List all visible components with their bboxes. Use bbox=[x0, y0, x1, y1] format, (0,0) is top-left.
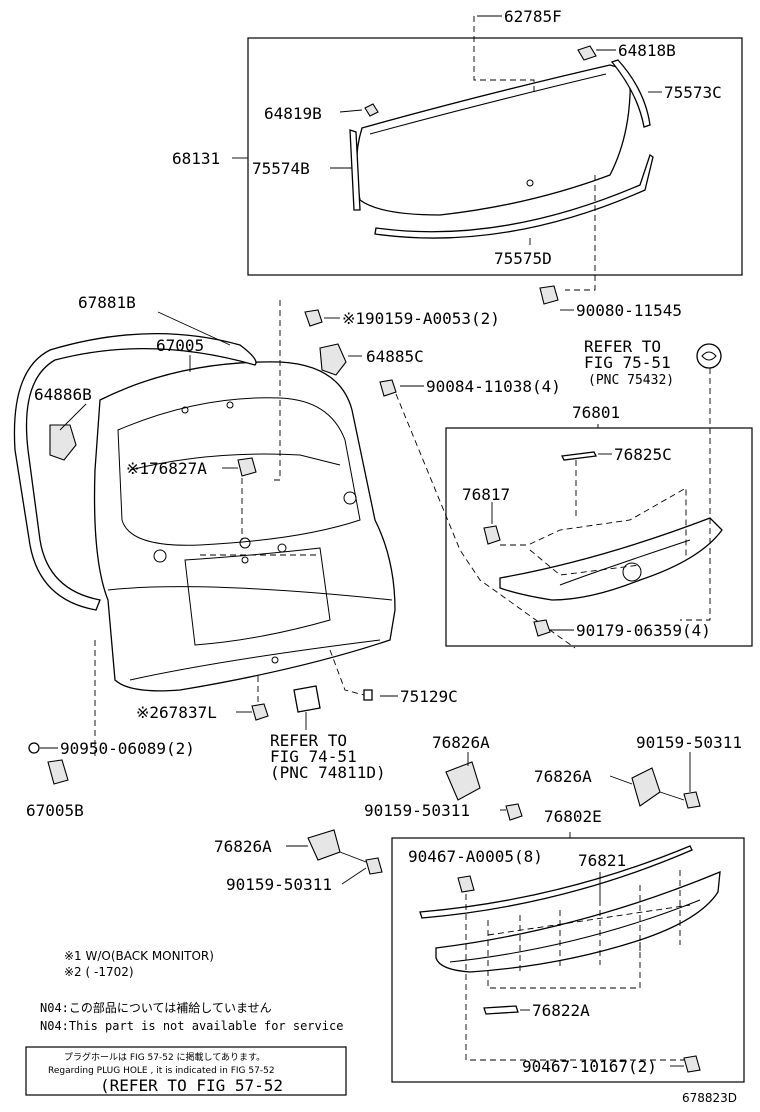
garnish-76801 bbox=[499, 517, 723, 601]
label-90179-06359: 90179-06359(4) bbox=[576, 621, 711, 640]
bolt-90080-11545 bbox=[539, 285, 559, 305]
refer-74-1: REFER TO bbox=[270, 731, 347, 750]
plug-note-ref: (REFER TO FIG 57-52 bbox=[100, 1076, 283, 1095]
label-76802E: 76802E bbox=[544, 807, 602, 826]
note-2: ※2 ( -1702) bbox=[64, 965, 134, 979]
label-90950-06089: 90950-06089(2) bbox=[60, 739, 195, 758]
label-67881B: 67881B bbox=[78, 293, 136, 312]
clip-64819B bbox=[364, 103, 379, 117]
stopper-67005B bbox=[47, 759, 69, 785]
label-76821: 76821 bbox=[578, 851, 626, 870]
label-76826A-center: 76826A bbox=[432, 733, 490, 752]
emblem-75432 bbox=[696, 343, 722, 369]
bolt-90159-50311-r bbox=[683, 791, 701, 809]
clip-90467-A0005 bbox=[457, 875, 475, 893]
label-76817: 76817 bbox=[462, 485, 510, 504]
hinge-64886B bbox=[49, 424, 77, 461]
cap-75129C bbox=[363, 689, 373, 701]
plug-90950 bbox=[28, 742, 40, 754]
refer-75-3: (PNC 75432) bbox=[588, 373, 674, 388]
seal-76822A bbox=[483, 1005, 519, 1015]
refer-74-2: FIG 74-51 bbox=[270, 747, 357, 766]
label-64818B: 64818B bbox=[618, 41, 676, 60]
back-door-glass bbox=[355, 64, 631, 216]
label-67837L: ※267837L bbox=[136, 703, 217, 722]
molding-75574B bbox=[349, 129, 361, 211]
part-74811D bbox=[293, 685, 321, 713]
label-90080-11545: 90080-11545 bbox=[576, 301, 682, 320]
label-90159-50311-center: 90159-50311 bbox=[364, 801, 470, 820]
clip-90467-10167 bbox=[683, 1055, 701, 1073]
note-3: N04:この部品については補給していません bbox=[40, 1000, 272, 1015]
label-90159-50311-left: 90159-50311 bbox=[226, 875, 332, 894]
label-67005: 67005 bbox=[156, 336, 204, 355]
bracket-76827A bbox=[237, 457, 257, 477]
hinge-64885C bbox=[319, 343, 347, 376]
label-90467-A0005: 90467-A0005(8) bbox=[408, 847, 543, 866]
label-90084-11038: 90084-11038(4) bbox=[426, 377, 561, 396]
molding-76821 bbox=[419, 845, 693, 919]
label-64886B: 64886B bbox=[34, 385, 92, 404]
label-64819B: 64819B bbox=[264, 104, 322, 123]
glass-group-box bbox=[247, 37, 743, 276]
label-76826A-left: 76826A bbox=[214, 837, 272, 856]
label-76822A: 76822A bbox=[532, 1001, 590, 1020]
molding-75573C bbox=[610, 59, 651, 128]
label-68131: 68131 bbox=[172, 149, 220, 168]
plug-note-en: Regarding PLUG HOLE , it is indicated in… bbox=[48, 1066, 275, 1076]
label-67005B: 67005B bbox=[26, 801, 84, 820]
bracket-76826A-left bbox=[307, 829, 341, 861]
molding-group-box bbox=[391, 837, 745, 1083]
clip-64818B bbox=[577, 45, 597, 61]
label-75575D: 75575D bbox=[494, 249, 552, 268]
label-76826A-right: 76826A bbox=[534, 767, 592, 786]
refer-74-3: (PNC 74811D) bbox=[270, 763, 386, 782]
label-90467-10167: 90467-10167(2) bbox=[522, 1057, 657, 1076]
label-64885C: 64885C bbox=[366, 347, 424, 366]
label-75574B: 75574B bbox=[252, 159, 310, 178]
clip-67837L bbox=[251, 703, 269, 721]
label-62785F: 62785F bbox=[504, 7, 562, 26]
back-door-panel-67005 bbox=[93, 361, 396, 692]
seal-76825C bbox=[561, 451, 597, 461]
nut-90179 bbox=[533, 619, 551, 637]
label-90159-A0053: ※190159-A0053(2) bbox=[342, 309, 500, 328]
note-1: ※1 W/O(BACK MONITOR) bbox=[64, 949, 214, 963]
bracket-76826A-right bbox=[631, 767, 661, 807]
label-90159-50311-right: 90159-50311 bbox=[636, 733, 742, 752]
molding-75575D bbox=[374, 153, 654, 239]
bolt-90159-50311-l bbox=[365, 857, 383, 875]
bracket-76826A-center bbox=[445, 761, 481, 801]
nut-76817 bbox=[483, 525, 501, 545]
label-76825C: 76825C bbox=[614, 445, 672, 464]
plug-note-jp: プラグホールは FIG 57-52 に掲載してあります。 bbox=[64, 1051, 265, 1063]
bolt-90159-50311-c bbox=[505, 803, 523, 821]
label-76827A: ※176827A bbox=[126, 459, 207, 478]
refer-75-1: REFER TO bbox=[584, 337, 661, 356]
bolt-90159-A0053 bbox=[304, 309, 323, 327]
weatherstrip-67881B bbox=[13, 333, 257, 611]
garnish-group-box bbox=[445, 427, 753, 647]
bolt-90084-11038 bbox=[379, 379, 397, 397]
plug-hole-note-box bbox=[25, 1046, 347, 1096]
diagram-id: 678823D bbox=[682, 1091, 737, 1105]
label-75129C: 75129C bbox=[400, 687, 458, 706]
note-4: N04:This part is not available for servi… bbox=[40, 1019, 343, 1033]
label-75573C: 75573C bbox=[664, 83, 722, 102]
label-76801: 76801 bbox=[572, 403, 620, 422]
refer-75-2: FIG 75-51 bbox=[584, 353, 671, 372]
